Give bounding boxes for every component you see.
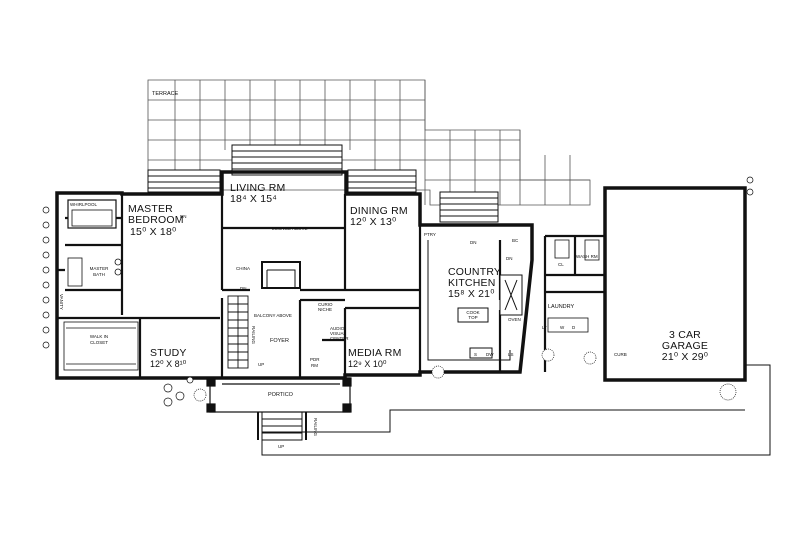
stair xyxy=(227,295,249,369)
portico-label: PORTICO xyxy=(268,392,293,398)
fireplace xyxy=(261,261,301,289)
lounge-above-note: LOUNGE ABOVE xyxy=(272,226,308,231)
dryer-label: D xyxy=(572,325,576,330)
kitchen-dn: DN xyxy=(470,240,477,245)
master-bedroom-label: MASTER xyxy=(128,203,173,215)
whirlpool-tub xyxy=(67,199,117,229)
living-room-label: LIVING RM xyxy=(230,182,286,194)
driveway-apron xyxy=(261,364,771,456)
master-bath-label: MASTER xyxy=(89,266,109,271)
master-bedroom-label-2: BEDROOM xyxy=(128,214,184,226)
vanity-label: VANITY xyxy=(59,294,64,310)
dw-label: DW xyxy=(486,352,494,357)
laundry-label: LAUNDRY xyxy=(548,304,575,310)
lt-label: LT xyxy=(542,325,547,330)
stair-dn: DN xyxy=(240,286,247,291)
front-up: UP xyxy=(278,444,285,449)
closet-shelves xyxy=(63,321,139,371)
audio-visual-label-3: CENTER xyxy=(330,336,349,341)
audio-visual-label-2: VISUAL xyxy=(330,331,347,336)
media-room-label: MEDIA RM xyxy=(348,347,402,359)
cooktop-label: COOK xyxy=(466,310,480,315)
terrace-label: TERRACE xyxy=(152,91,179,97)
wash-room-label: WASH RM xyxy=(576,254,598,259)
stair-up: UP xyxy=(258,362,265,367)
terrace-steps xyxy=(147,144,499,223)
kitchen-label: COUNTRY xyxy=(448,266,502,278)
china-note: CHINA xyxy=(236,266,251,271)
audio-visual-label: AUDIO xyxy=(330,326,345,331)
media-room-dim: 12⁹ X 10⁰ xyxy=(348,359,387,369)
pdr-label: PDR xyxy=(310,357,320,362)
foyer-label: FOYER xyxy=(270,338,289,344)
kitchen-counters xyxy=(427,240,523,361)
curio-label-2: NICHE xyxy=(318,307,333,312)
laundry-walls xyxy=(543,234,605,372)
curb-label: CURB xyxy=(614,352,627,357)
balcony-above-note: BALCONY ABOVE xyxy=(254,313,292,318)
bc-label: BC xyxy=(512,238,519,243)
closet-label-2: CLOSET xyxy=(89,340,108,345)
cooktop-label-2: TOP xyxy=(468,315,478,320)
front-railing: RAILING xyxy=(313,418,318,437)
study-dim: 12⁰ X 8¹⁰ xyxy=(150,359,187,369)
kitchen-dim: 15⁸ X 21⁰ xyxy=(448,288,495,300)
dining-room-label: DINING RM xyxy=(350,205,408,217)
whirlpool-label: WHIRLPOOL xyxy=(70,202,98,207)
kitchen-label-2: KITCHEN xyxy=(448,277,496,289)
stair-railing: RAILING xyxy=(251,326,256,345)
pantry-label: PTRY xyxy=(424,232,436,237)
garage-label: 3 CAR xyxy=(669,329,701,341)
landscaping xyxy=(42,176,754,407)
master-dn: DN xyxy=(180,214,187,219)
sink-label: S xyxy=(474,352,478,357)
garage-dim: 21⁰ X 29⁰ xyxy=(661,351,709,363)
washer-label: W xyxy=(560,325,565,330)
pdr-label-2: RM xyxy=(311,363,318,368)
ls-label: LS xyxy=(508,352,514,357)
dining-room-dim: 12⁰ X 13⁰ xyxy=(350,216,397,228)
study-label: STUDY xyxy=(150,347,187,359)
master-bedroom-dim: 15⁰ X 18⁰ xyxy=(130,226,177,238)
wash-cl-label: CL xyxy=(558,262,564,267)
closet-label: WALK IN xyxy=(89,334,109,339)
interior-walls xyxy=(57,194,502,378)
kitchen-dn-2: DN xyxy=(506,256,513,261)
oven-label: OVEN xyxy=(508,317,521,322)
curio-label: CURIO xyxy=(318,302,333,307)
living-room-dim: 18⁴ X 15⁴ xyxy=(230,193,278,205)
terrace-paving xyxy=(147,79,591,206)
master-bath-label-2: BATH xyxy=(93,272,105,277)
garage-label-2: GARAGE xyxy=(661,340,709,352)
front-steps xyxy=(257,411,307,441)
